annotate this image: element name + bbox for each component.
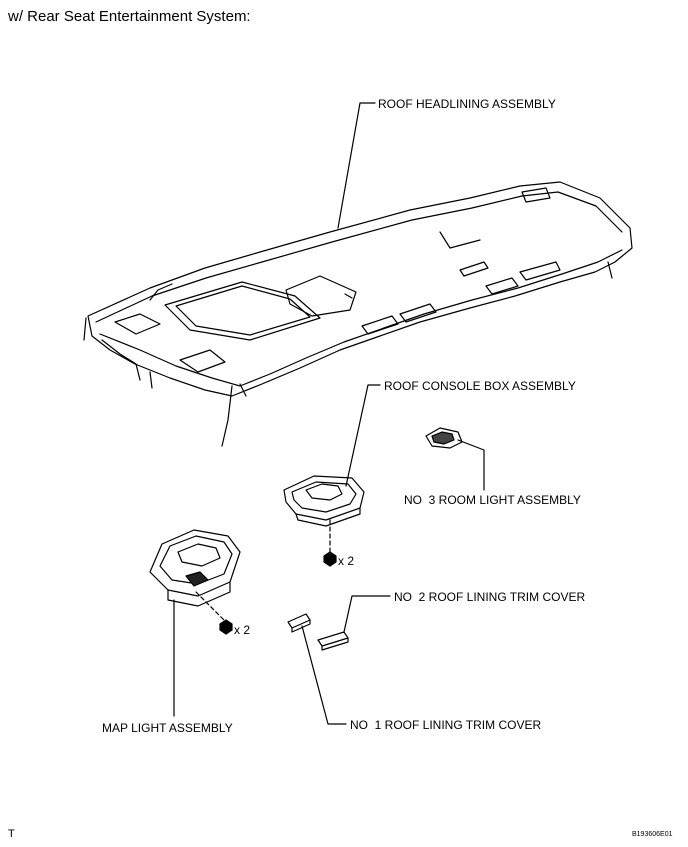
corner-mark: T: [8, 828, 15, 840]
trim-cover-2-part: [317, 631, 349, 651]
diagram-header: w/ Rear Seat Entertainment System:: [8, 8, 251, 25]
leader-trim-cover-2: [343, 595, 391, 633]
leader-roof-console-box: [345, 384, 381, 487]
qty-map-light-screws: x 2: [234, 623, 251, 637]
label-roof-console-box: ROOF CONSOLE BOX ASSEMBLY: [384, 379, 576, 393]
figure-id: B193606E01: [632, 831, 673, 838]
qty-console-screws: x 2: [338, 554, 355, 568]
leader-room-light-3: [457, 439, 485, 491]
map-light-screw: [219, 619, 233, 635]
roof-console-box-part: [283, 475, 365, 527]
label-room-light-3: NO 3 ROOM LIGHT ASSEMBLY: [404, 493, 581, 507]
trim-cover-1-part: [287, 613, 311, 633]
room-light-3-part: [425, 427, 463, 449]
console-screw: [323, 551, 337, 567]
label-roof-headlining: ROOF HEADLINING ASSEMBLY: [378, 97, 556, 111]
leader-trim-cover-1: [301, 625, 347, 725]
label-map-light: MAP LIGHT ASSEMBLY: [102, 721, 233, 735]
map-light-screw-dash-line: [195, 591, 227, 623]
map-light-part: [149, 529, 241, 607]
label-trim-cover-1: NO 1 ROOF LINING TRIM COVER: [350, 718, 542, 732]
label-trim-cover-2: NO 2 ROOF LINING TRIM COVER: [394, 590, 586, 604]
leader-roof-headlining: [337, 102, 376, 229]
roof-headlining-part: [83, 181, 633, 447]
